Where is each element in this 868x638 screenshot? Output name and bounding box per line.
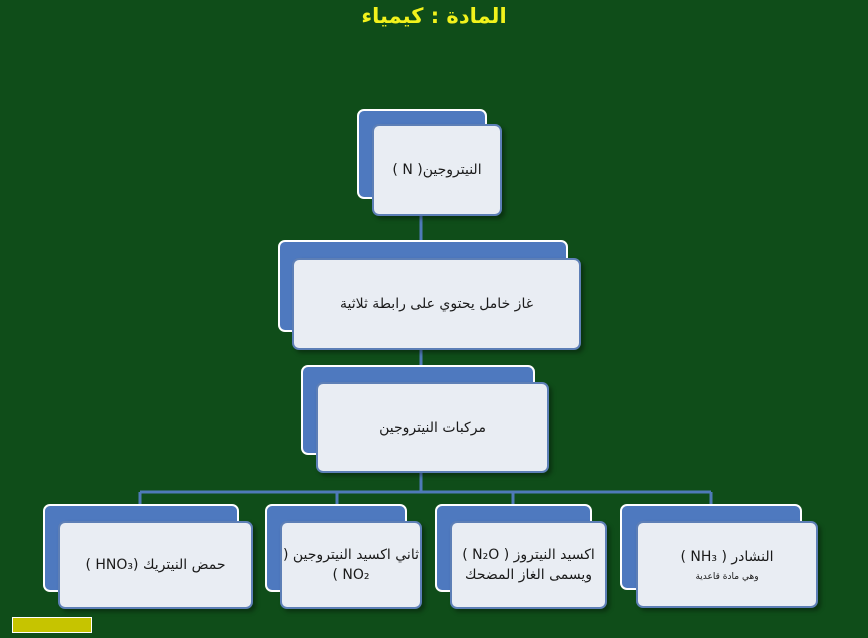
node-nitrous-oxide: اكسيد النيتروز ( N₂O ) ويسمى الغاز المضح… bbox=[435, 504, 607, 609]
node-ammonia-sublabel: وهي مادة قاعدية bbox=[695, 571, 759, 582]
page-title: المادة : كيمياء bbox=[361, 4, 507, 28]
node-nitrous-oxide-sublabel: ويسمى الغاز المضحك bbox=[465, 567, 592, 583]
node-nitrogen-dioxide: ثاني اكسيد النيتروجين ( NO₂ ) bbox=[265, 504, 422, 609]
node-nitrogen-dioxide-label: ثاني اكسيد النيتروجين ( NO₂ ) bbox=[282, 547, 419, 583]
node-description: غاز خامل يحتوي على رابطة ثلاثية bbox=[278, 240, 581, 350]
node-description-label: غاز خامل يحتوي على رابطة ثلاثية bbox=[339, 296, 534, 312]
node-ammonia: النشادر ( NH₃ ) وهي مادة قاعدية bbox=[620, 504, 818, 608]
node-nitrogen: النيتروجين( N ) bbox=[357, 109, 502, 216]
node-ammonia-label: النشادر ( NH₃ ) bbox=[680, 548, 774, 565]
node-nitrogen-label: النيتروجين( N ) bbox=[392, 162, 482, 178]
node-compounds: مركبات النيتروجين bbox=[301, 365, 549, 473]
node-nitrous-oxide-label: اكسيد النيتروز ( N₂O ) bbox=[462, 547, 595, 563]
node-nitric-acid: حمض النيتريك (HNO₃ ) bbox=[43, 504, 253, 609]
slide-footer-bar bbox=[12, 617, 92, 633]
node-compounds-label: مركبات النيتروجين bbox=[379, 419, 486, 436]
node-nitric-acid-label: حمض النيتريك (HNO₃ ) bbox=[85, 557, 226, 573]
